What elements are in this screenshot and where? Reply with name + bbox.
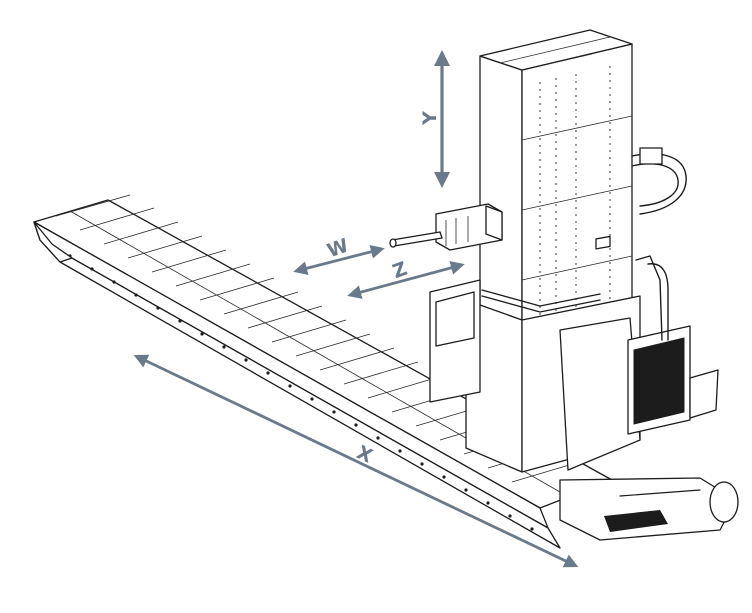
z-axis-arrow — [347, 261, 465, 299]
w-axis-arrow — [293, 244, 385, 276]
y-axis-label: Y — [419, 111, 441, 126]
x-axis-label: X — [353, 441, 376, 467]
z-axis-label: Z — [390, 258, 410, 283]
carriage-base — [559, 477, 739, 541]
spindle-ram — [389, 203, 503, 251]
x-axis-arrow — [133, 354, 579, 568]
machine-column — [465, 29, 641, 473]
control-cabinet — [627, 325, 719, 435]
cable-chain — [631, 147, 687, 341]
